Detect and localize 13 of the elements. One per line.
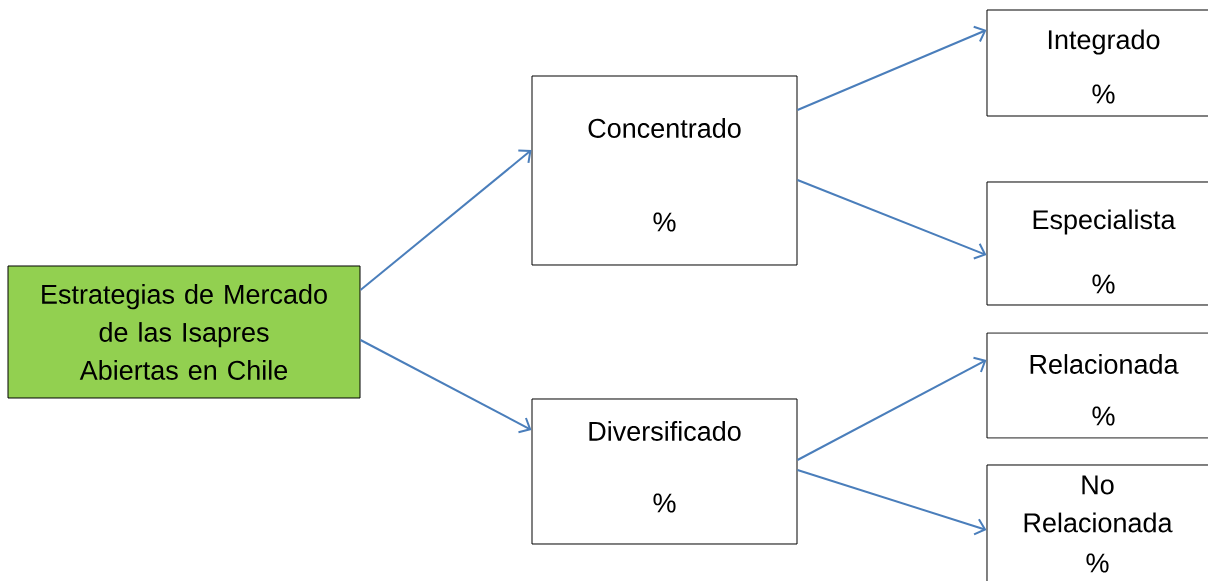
text-box: Diversificado % — [531, 398, 798, 545]
text-box: Estrategias de Mercado de las Isapres Abiertas en Chile — [7, 265, 361, 399]
text-box: Concentrado % — [531, 75, 798, 266]
text-box: Integrado % — [986, 9, 1208, 117]
arrow — [796, 356, 987, 461]
arrow — [359, 339, 532, 434]
arrow — [796, 469, 987, 536]
arrow — [796, 25, 987, 111]
text-box: Relacionada % — [986, 332, 1208, 439]
arrow — [796, 179, 987, 260]
text-box: Especialista % — [986, 181, 1208, 306]
text-box: No Relacionada % — [986, 464, 1208, 581]
arrow — [359, 149, 532, 291]
